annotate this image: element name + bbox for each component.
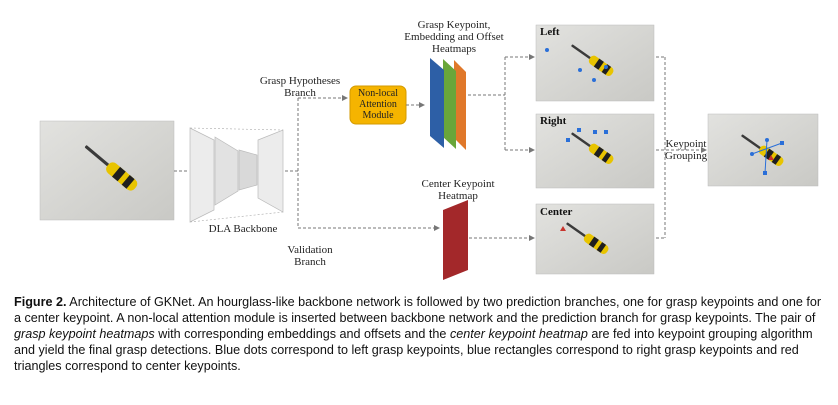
grasp-heatmaps-label-line: Grasp Keypoint, — [417, 19, 491, 31]
grasp-heatmaps-label-line: Embedding and Offset — [404, 31, 504, 43]
grasp-heatmaps-stack — [430, 58, 466, 150]
grasp-heatmaps-label-line: Heatmaps — [432, 43, 476, 55]
figure-caption: Figure 2. Architecture of GKNet. An hour… — [14, 294, 826, 374]
grasp-heatmaps-label: Grasp Keypoint, Embedding and Offset Hea… — [388, 19, 520, 55]
caption-emphasis: center keypoint heatmap — [449, 327, 588, 341]
grasp-branch-label-line: Branch — [284, 87, 316, 99]
center-heatmap-label-line: Center Keypoint — [421, 178, 495, 190]
backbone-label: DLA Backbone — [208, 223, 278, 235]
left-photo-label: Left — [540, 26, 560, 38]
attention-module-label-line: Module — [362, 110, 394, 121]
attention-module-label-line: Non-local — [358, 88, 398, 99]
center-photo-label: Center — [540, 206, 573, 218]
center-heatmap-label-line: Heatmap — [438, 190, 478, 202]
dla-backbone-block — [189, 127, 284, 223]
caption-text: with corresponding embeddings and offset… — [154, 327, 450, 341]
grouping-label-line: Keypoint — [665, 138, 707, 150]
grasp-branch-label-line: Grasp Hypotheses — [259, 75, 341, 87]
validation-branch-label-line: Validation — [287, 244, 333, 256]
caption-text: are fed into keypoint grouping algorithm… — [14, 327, 813, 373]
architecture-diagram — [39, 24, 819, 280]
grouping-label: Keypoint Grouping — [662, 138, 710, 162]
caption-text: Architecture of GKNet. An hourglass-like… — [14, 295, 822, 325]
grasp-branch-label: Grasp Hypotheses Branch — [252, 75, 348, 99]
center-heatmap-shape — [443, 200, 468, 280]
validation-branch-label: Validation Branch — [275, 244, 345, 268]
caption-figure-label: Figure 2. — [14, 295, 67, 309]
right-photo-label: Right — [540, 115, 567, 127]
caption-emphasis: grasp keypoint heatmaps — [14, 327, 155, 341]
attention-module-label: Non-local Attention Module — [350, 88, 406, 121]
center-heatmap-label: Center Keypoint Heatmap — [408, 178, 508, 202]
grouping-label-line: Grouping — [664, 150, 708, 162]
validation-branch-label-line: Branch — [294, 256, 326, 268]
attention-module-label-line: Attention — [359, 99, 397, 110]
